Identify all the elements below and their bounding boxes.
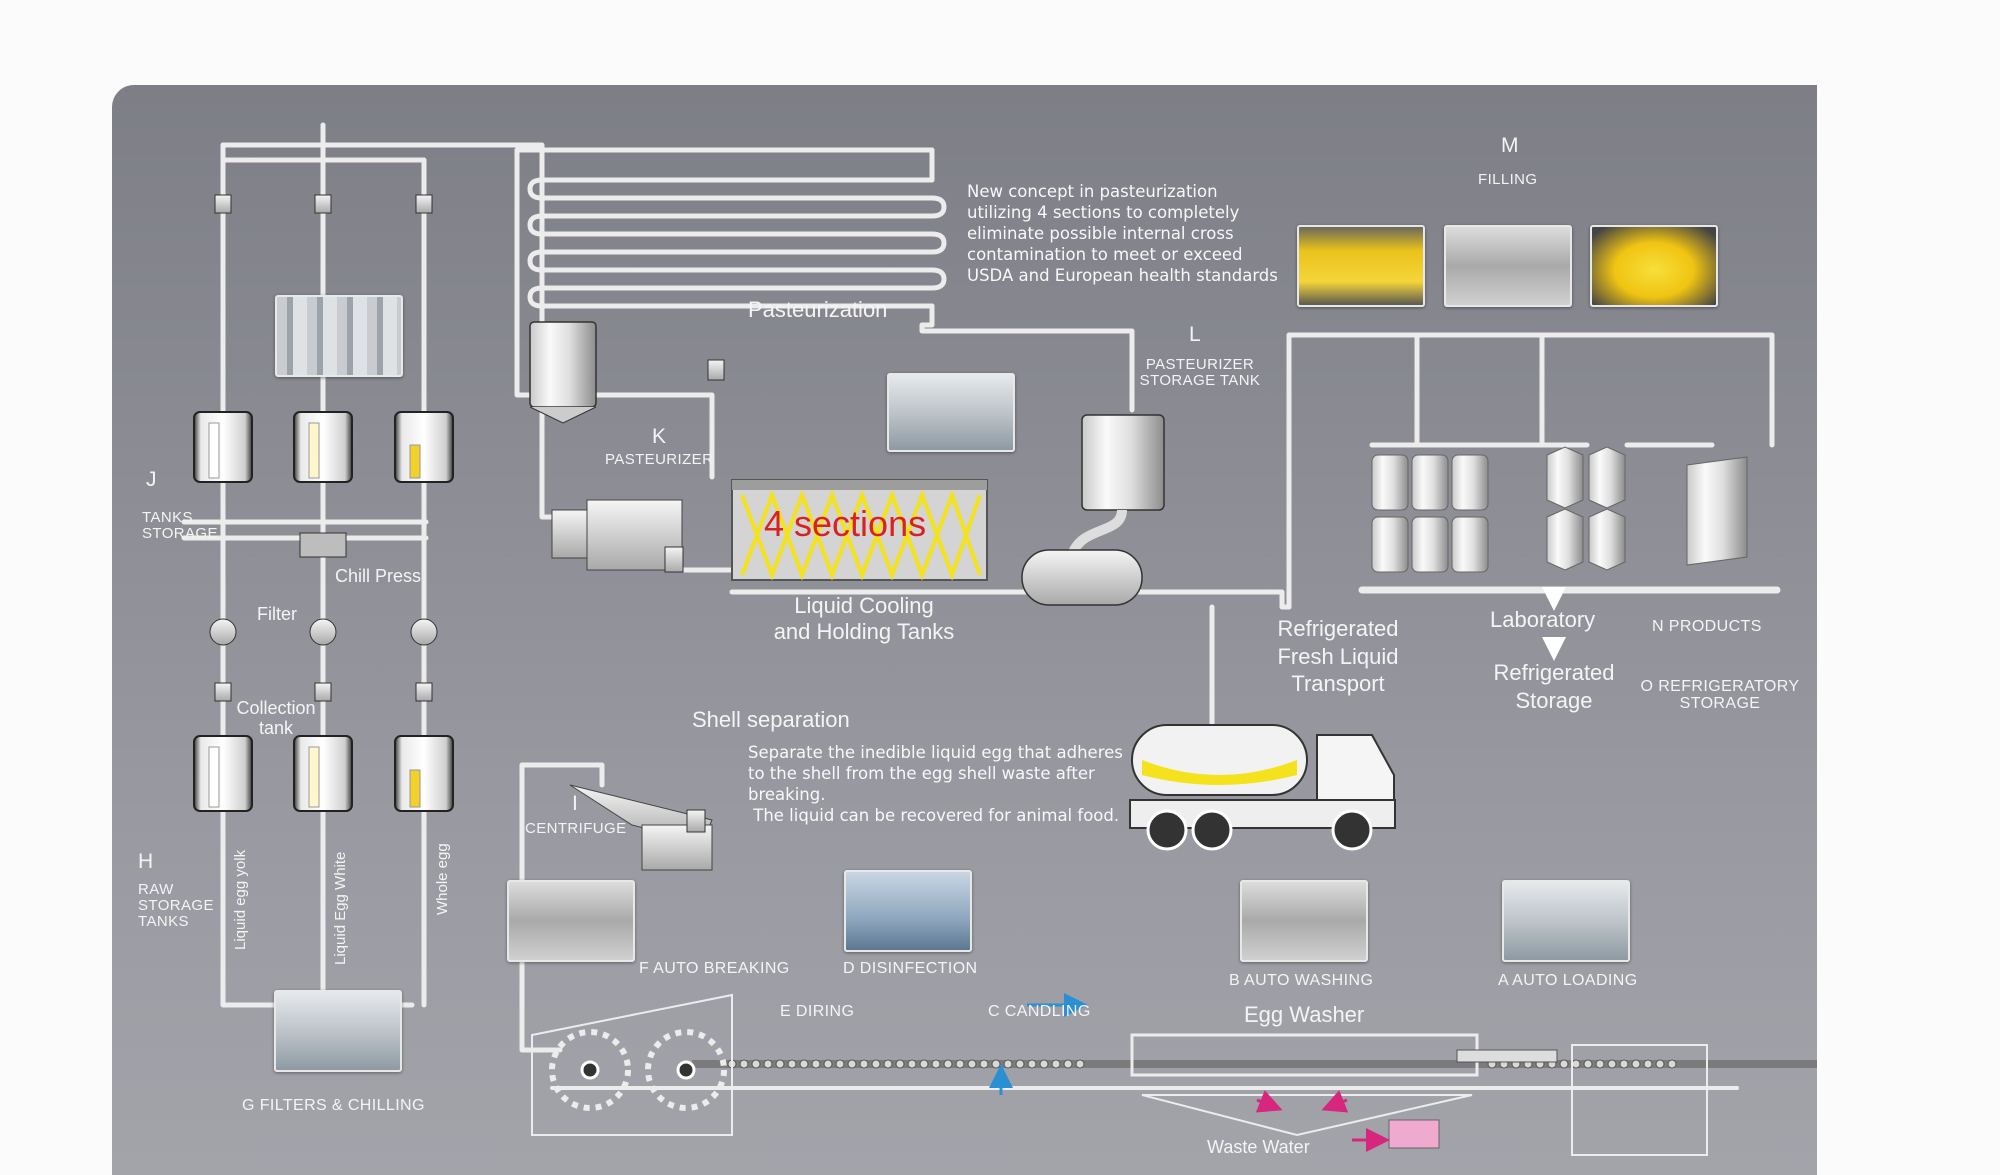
label-pasteurizer-storage: PASTEURIZER STORAGE TANK — [1139, 356, 1261, 389]
waste-arrow-1 — [1255, 1090, 1283, 1113]
label-filling: FILLING — [1478, 171, 1538, 188]
label-pasteurization: Pasteurization — [748, 297, 888, 322]
filling-photo-3 — [1590, 225, 1718, 307]
label-filter: Filter — [257, 604, 297, 624]
label-waste-water: Waste Water — [1207, 1137, 1310, 1157]
pasteurizer-photo — [887, 373, 1015, 452]
label-f-auto-breaking: F AUTO BREAKING — [639, 960, 790, 977]
label-b-auto-washing: B AUTO WASHING — [1229, 972, 1374, 989]
label-k: K — [652, 425, 667, 448]
label-h: H — [138, 850, 154, 873]
label-liquid-egg-white: Liquid Egg White — [332, 851, 349, 965]
label-shell-separation: Shell separation — [692, 707, 850, 732]
raw-storage-tanks-h — [193, 735, 454, 812]
filter-valves — [209, 618, 438, 646]
text-new-concept: New concept in pasteurization utilizing … — [967, 182, 1278, 285]
label-whole-egg: Whole egg — [434, 843, 451, 915]
product-containers — [1371, 446, 1748, 573]
four-sections-heat-exchanger — [731, 479, 988, 581]
egg-washer-machine — [1130, 1033, 1708, 1156]
filling-photo-1 — [1297, 225, 1425, 307]
label-o-refrigeratory: O REFRIGERATORY STORAGE — [1640, 678, 1800, 712]
tanker-truck — [1129, 724, 1396, 851]
label-e-diring: E DIRING — [780, 1003, 855, 1020]
waste-arrow-2 — [1321, 1090, 1349, 1113]
label-m: M — [1501, 134, 1519, 157]
label-j: J — [146, 468, 157, 491]
pasteurizer-machine — [551, 359, 725, 573]
filters-chilling-photo — [274, 990, 402, 1072]
storage-tanks-j — [193, 411, 454, 483]
label-d-disinfection: D DISINFECTION — [843, 960, 978, 977]
auto-breaking-drums — [531, 993, 733, 1136]
label-tanks-storage: TANKS STORAGE — [142, 509, 218, 542]
label-collection-tank: Collection tank — [236, 698, 316, 738]
pasteurizer-storage-tank — [1021, 414, 1165, 606]
label-raw-storage: RAW STORAGE TANKS — [138, 881, 214, 930]
label-l: L — [1189, 323, 1201, 346]
balance-tank — [529, 321, 597, 424]
disinfection-photo — [844, 870, 972, 952]
label-a-auto-loading: A AUTO LOADING — [1498, 972, 1638, 989]
label-centrifuge: CENTRIFUGE — [525, 820, 627, 837]
storage-tanks-photo — [275, 295, 403, 377]
label-refrigerated-transport: Refrigerated Fresh Liquid Transport — [1277, 616, 1399, 696]
egg-conveyor — [692, 1059, 1817, 1069]
label-refrigerated-storage: Refrigerated Storage — [1493, 660, 1615, 713]
label-i: I — [572, 792, 578, 815]
label-n-products: N PRODUCTS — [1652, 618, 1762, 635]
label-liquid-egg-yolk: Liquid egg yolk — [232, 849, 249, 950]
pipes — [181, 122, 1781, 1090]
filling-photo-2 — [1444, 225, 1572, 307]
auto-washing-photo — [1240, 880, 1368, 962]
centrifuge-machine — [569, 784, 713, 871]
chill-press-unit — [299, 532, 347, 558]
pipe-network — [181, 122, 1817, 1156]
label-liquid-cooling: Liquid Cooling and Holding Tanks — [773, 593, 955, 645]
label-c-candling: C CANDLING — [988, 1003, 1091, 1020]
label-four-sections: 4 sections — [764, 503, 927, 544]
label-laboratory: Laboratory — [1490, 607, 1596, 632]
label-pasteurizer: PASTEURIZER — [605, 451, 714, 468]
text-shell-separation: Separate the inedible liquid egg that ad… — [748, 743, 1123, 825]
label-egg-washer: Egg Washer — [1244, 1002, 1365, 1027]
auto-breaking-photo — [507, 880, 635, 962]
auto-loading-photo — [1502, 880, 1630, 962]
label-chill-press: Chill Press — [335, 566, 422, 586]
diagram-panel: J TANKS STORAGE Chill Press Filter Colle… — [112, 85, 1817, 1175]
valves-top — [214, 194, 433, 702]
label-g-filters: G FILTERS & CHILLING — [242, 1097, 425, 1114]
